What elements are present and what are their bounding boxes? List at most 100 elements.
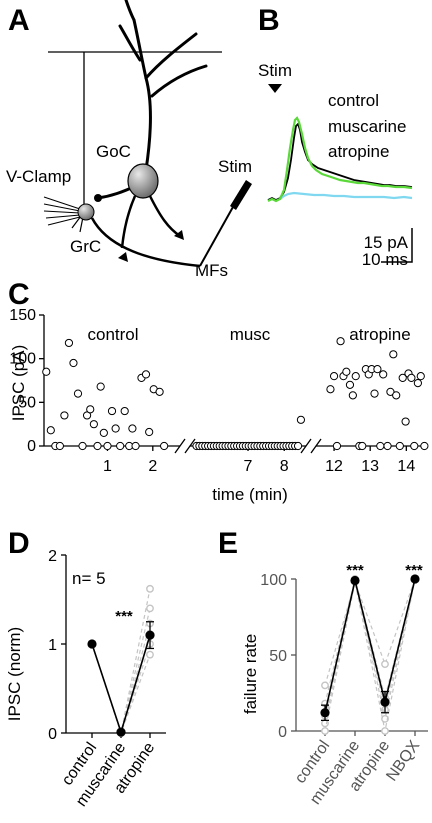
trace-muscarine — [267, 191, 413, 202]
c-data-point — [370, 389, 379, 398]
c-data-point — [155, 387, 164, 396]
c-data-point — [389, 350, 398, 359]
c-data-point — [332, 441, 342, 451]
e-mean-line — [324, 578, 416, 713]
c-data-point — [78, 441, 87, 451]
c-ylabel: IPSC (pA) — [9, 345, 28, 422]
c-x-tick-label: 8 — [280, 458, 289, 475]
c-data-point — [345, 380, 355, 389]
c-data-point — [342, 367, 351, 376]
c-data-point — [131, 441, 140, 451]
d-significance: *** — [115, 608, 133, 625]
c-data-point — [416, 372, 425, 381]
legend-muscarine: muscarine — [328, 117, 406, 136]
c-data-point — [93, 441, 102, 451]
c-x-tick-label: 12 — [325, 458, 343, 475]
mossy-arrow-1 — [118, 252, 128, 262]
patch-pipette — [43, 196, 81, 226]
c-segment-title-control: control — [87, 325, 138, 344]
stim-label: Stim — [258, 61, 292, 80]
panel-b: B Stim control muscarine atropine 15 pA … — [258, 4, 413, 269]
d-individual-line — [91, 623, 151, 736]
panel-a: A — [6, 0, 252, 280]
e-mean-point — [380, 697, 390, 707]
c-data-point — [410, 441, 419, 451]
c-data-point — [386, 387, 395, 396]
d-individual-point — [146, 604, 154, 613]
d-y-tick-label: 2 — [48, 548, 57, 565]
e-individual-point — [321, 727, 329, 735]
d-y-tick-label: 0 — [48, 726, 57, 743]
e-y-tick-label: 100 — [260, 572, 287, 589]
e-mean-point — [320, 708, 330, 718]
e-y-tick-label: 50 — [269, 648, 287, 665]
label-granule-cell: GrC — [70, 237, 101, 256]
d-mean-line — [91, 634, 151, 735]
trace-atropine — [267, 116, 413, 203]
d-individual-point — [146, 584, 154, 593]
e-ylabel: failure rate — [241, 634, 260, 714]
d-y-tick-label: 1 — [48, 637, 57, 654]
d-mean-point — [145, 630, 155, 640]
d-mean-point — [116, 727, 126, 737]
c-data-point — [42, 367, 51, 376]
label-voltage-clamp: V-Clamp — [6, 167, 71, 186]
c-axis-break — [310, 438, 322, 454]
c-data-point — [55, 441, 64, 451]
mossy-arrow-2 — [174, 230, 184, 240]
c-data-point — [111, 424, 120, 433]
e-mean-point — [350, 575, 360, 586]
granule-soma — [77, 203, 95, 221]
c-x-tick-label: 2 — [148, 458, 157, 475]
golgi-basal-process — [120, 195, 137, 249]
e-individual-point — [381, 727, 389, 735]
c-data-point — [326, 385, 335, 394]
c-data-point — [64, 338, 74, 348]
c-data-point — [145, 427, 154, 437]
panel-letter-a: A — [8, 4, 30, 37]
c-data-point — [351, 372, 360, 381]
e-y-tick-label: 0 — [278, 724, 287, 741]
c-data-point — [99, 428, 108, 437]
c-axis-break — [300, 438, 312, 454]
c-data-point — [336, 337, 345, 346]
panel-letter-d: D — [8, 527, 30, 560]
golgi-axon-terminal — [94, 194, 102, 202]
c-data-point — [413, 379, 422, 388]
e-individual-point — [321, 681, 329, 690]
c-x-tick-label: 1 — [103, 458, 112, 475]
c-data-point — [141, 370, 151, 379]
c-data-point — [73, 389, 83, 398]
d-n-annotation: n= 5 — [72, 569, 106, 588]
c-data-point — [398, 373, 407, 382]
panel-letter-e: E — [218, 527, 238, 560]
c-data-point — [128, 424, 137, 433]
golgi-soma — [127, 163, 159, 199]
c-data-point — [160, 441, 169, 451]
c-x-tick-label: 7 — [244, 458, 253, 475]
c-data-point — [69, 358, 78, 368]
stim-wire — [199, 197, 239, 267]
golgi-basal-process-2 — [148, 195, 181, 238]
c-data-point — [329, 372, 339, 381]
c-y-tick-label: 0 — [27, 438, 36, 455]
label-golgi-cell: GoC — [96, 142, 131, 161]
c-axis-break — [174, 438, 186, 454]
c-data-point — [89, 420, 98, 429]
c-segment-title-atropine: atropine — [349, 325, 410, 344]
c-data-point — [60, 411, 69, 420]
c-x-tick-label: 13 — [361, 458, 379, 475]
c-data-point — [373, 365, 382, 374]
e-individual-point — [381, 714, 389, 723]
c-y-tick-label: 50 — [18, 394, 36, 411]
e-individual-point — [381, 660, 389, 669]
panel-letter-b: B — [258, 4, 280, 37]
c-data-point — [401, 417, 410, 426]
c-data-point — [348, 391, 357, 400]
c-axis-break — [184, 438, 196, 454]
